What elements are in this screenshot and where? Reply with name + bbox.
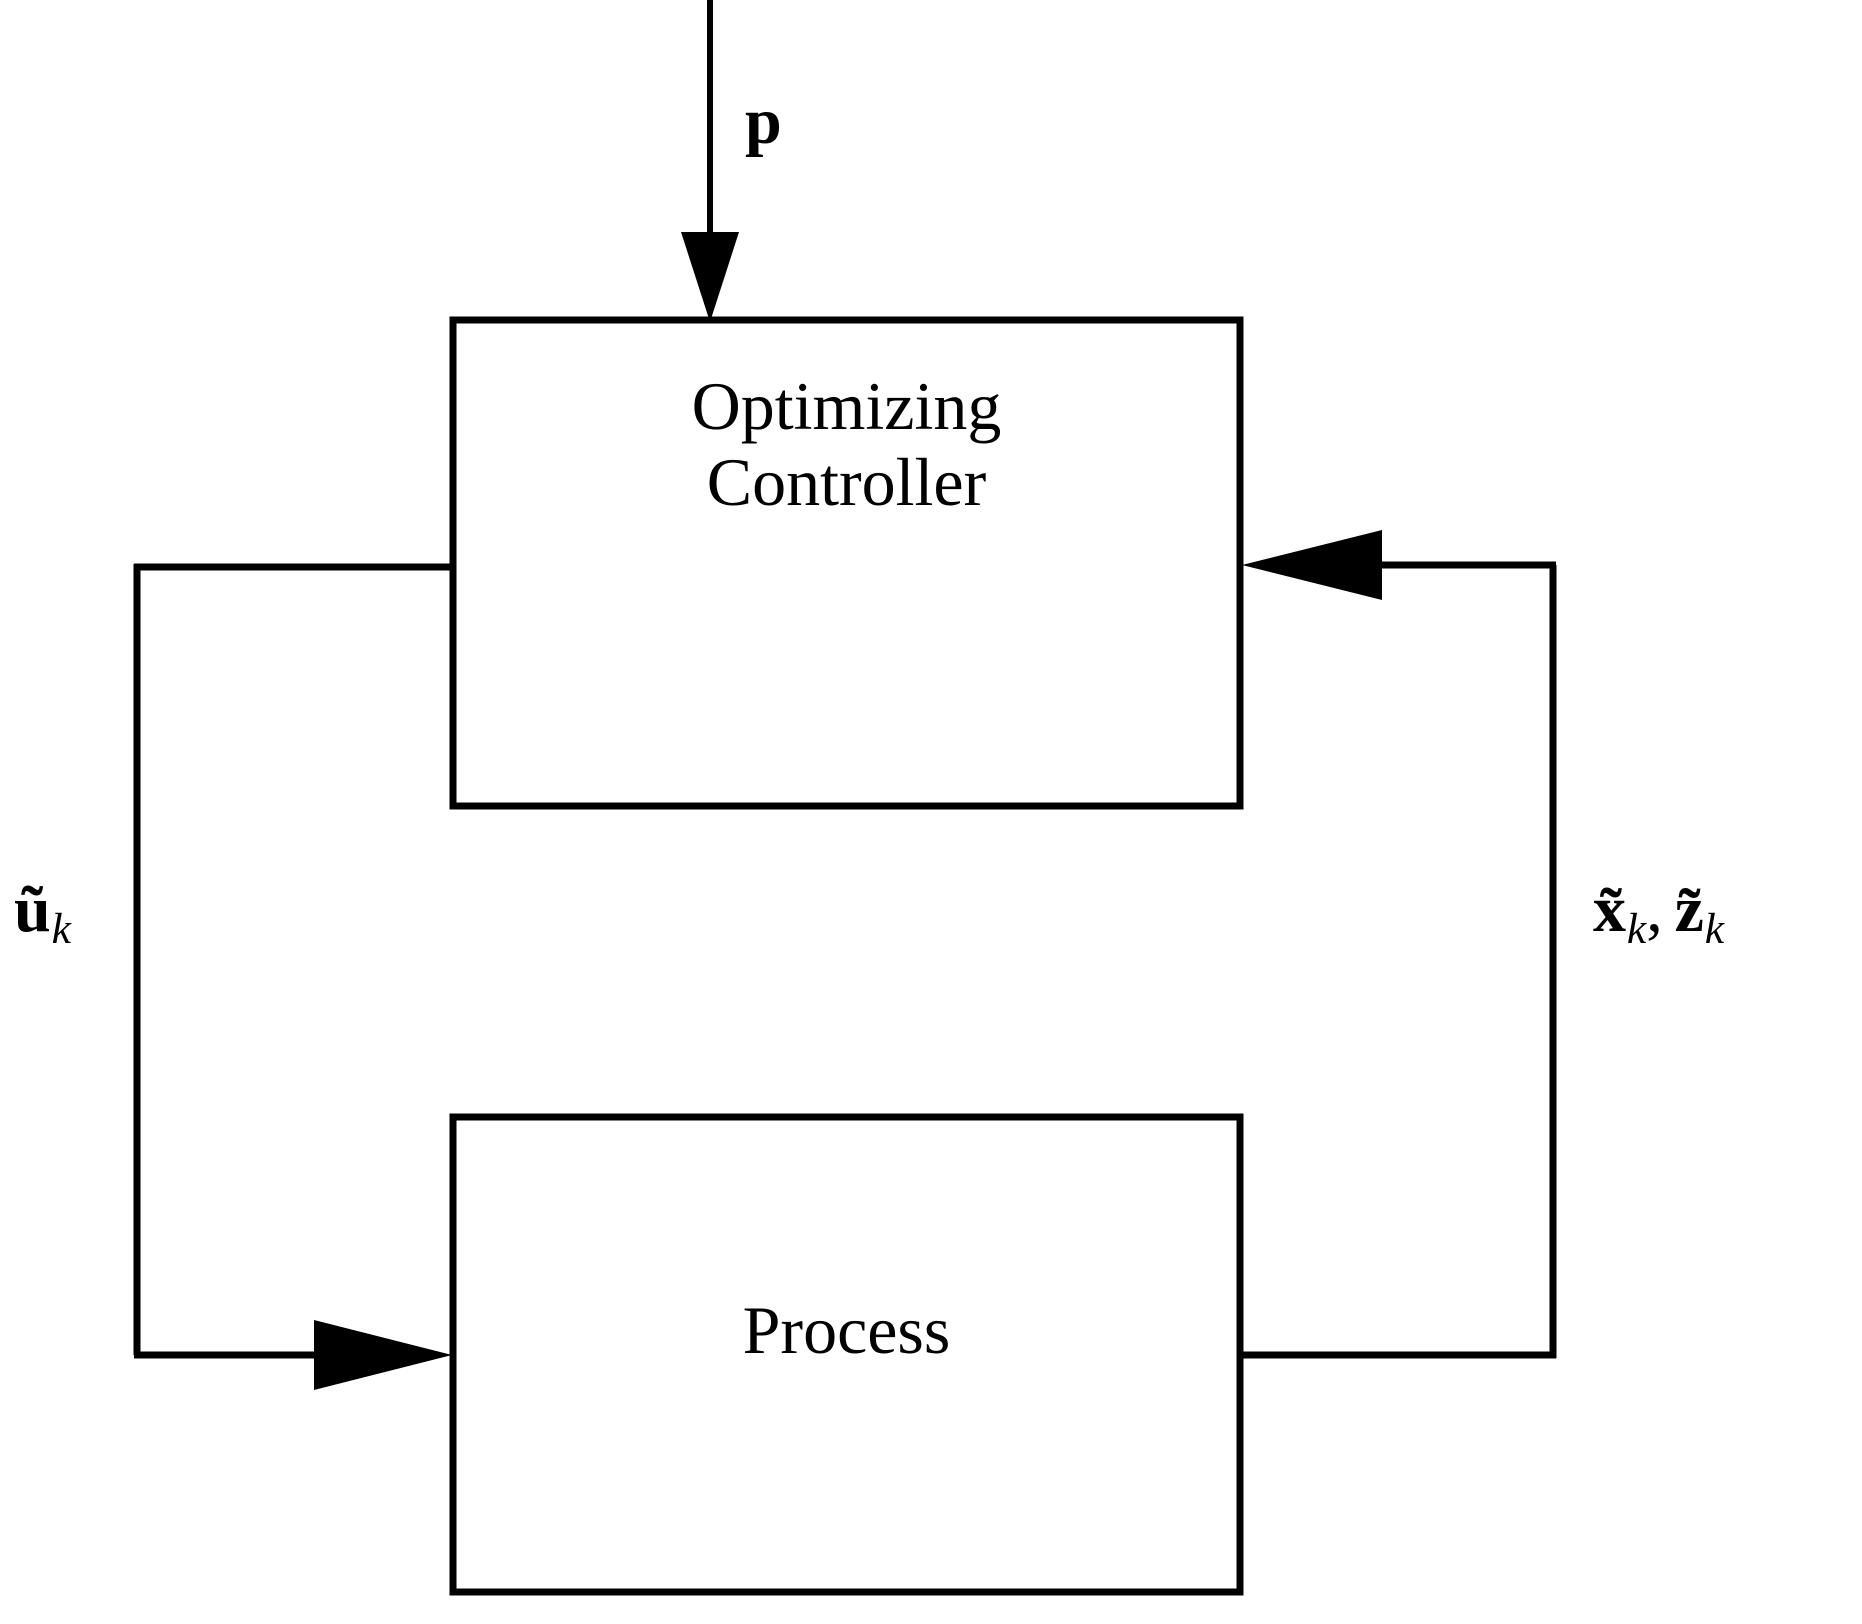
state-signal-subscript: k [1626,905,1647,954]
control-signal-base: ũ [14,873,51,946]
process-block [449,1113,1244,1596]
state-signal-base: x̃ [1593,873,1626,946]
parameter-input-arrowhead [681,232,739,322]
optimizing-controller-block [449,316,1244,810]
algebraic-signal-base: z̃ [1674,873,1704,946]
algebraic-signal-subscript: k [1704,905,1725,954]
control-signal-subscript: k [51,905,71,954]
measurement-signal-label: x̃k,z̃k [1593,872,1724,954]
signal-separator-comma: , [1646,873,1663,946]
parameter-signal-base: p [745,85,782,158]
control-path-arrowhead [314,1320,452,1390]
measurement-path-arrowhead [1242,530,1382,600]
parameter-signal-label: p [745,84,782,160]
control-signal-label: ũk [14,872,71,954]
